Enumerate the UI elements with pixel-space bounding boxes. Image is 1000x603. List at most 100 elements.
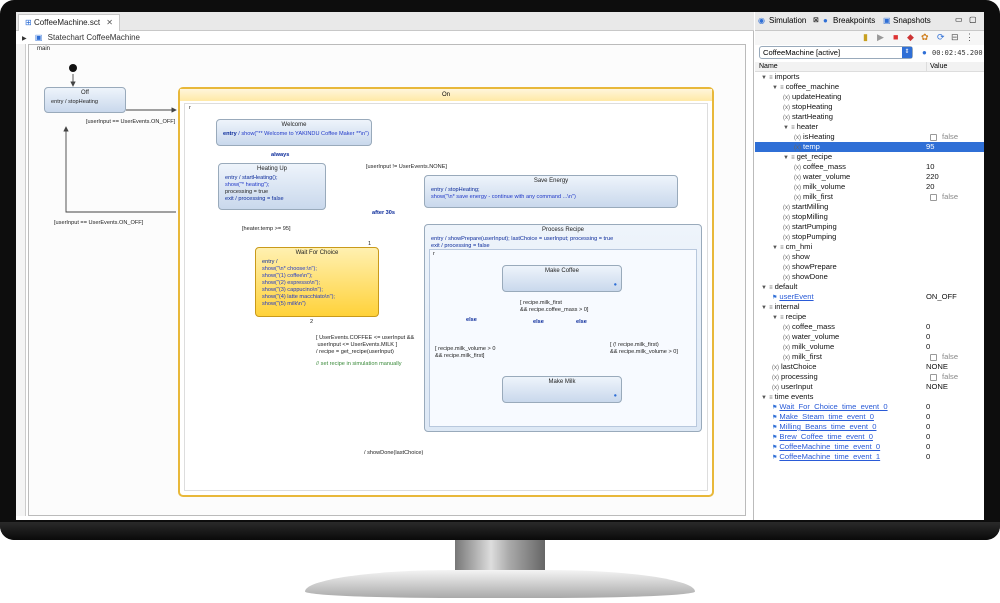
tree-row[interactable]: (x)stopMilling (755, 212, 984, 222)
expand-arrow-icon[interactable]: ▼ (761, 285, 767, 291)
tree-row-value[interactable]: false (942, 192, 959, 201)
terminate-icon[interactable]: ◆ (907, 32, 914, 42)
expand-arrow-icon[interactable]: ▼ (761, 305, 767, 311)
tree-row[interactable]: ▼ ≡coffee_machine (755, 82, 984, 92)
tree-row-value[interactable]: 0 (926, 442, 931, 451)
tree-row[interactable]: ▼ ≡time events (755, 392, 984, 402)
tree-row[interactable]: (x)show (755, 252, 984, 262)
tree-row-value[interactable]: 0 (926, 422, 931, 431)
tab-simulation[interactable]: Simulation (769, 16, 807, 25)
minimize-icon[interactable]: ▭ (955, 15, 963, 24)
expand-arrow-icon[interactable]: ▼ (761, 395, 767, 401)
tree-row[interactable]: ▼ ≡recipe (755, 312, 984, 322)
tree-row-value[interactable]: false (942, 372, 959, 381)
stop-icon[interactable]: ■ (893, 32, 899, 42)
tree-row-value[interactable]: NONE (926, 362, 948, 371)
tree-row-value[interactable]: 0 (926, 342, 931, 351)
tree-row[interactable]: ▼ ≡cm_hmi (755, 242, 984, 252)
tree-row[interactable]: ▼ ≡default (755, 282, 984, 292)
palette-strip[interactable] (16, 44, 26, 516)
value-checkbox[interactable] (930, 193, 937, 201)
tree-row-value[interactable]: 220 (926, 172, 939, 181)
expand-arrow-icon[interactable]: ▼ (783, 155, 789, 161)
tree-row-value[interactable]: 95 (926, 142, 935, 151)
refresh-icon[interactable]: ⟳ (937, 32, 945, 42)
tree-row[interactable]: ▼ ≡heater (755, 122, 984, 132)
state-wait-for-choice[interactable]: Wait For Choice entry /show("\n* choose:… (255, 247, 379, 317)
collapse-all-icon[interactable]: ⊟ (951, 32, 959, 42)
tree-row-value[interactable]: 0 (926, 432, 931, 441)
value-checkbox[interactable] (930, 353, 937, 361)
expand-arrow-icon[interactable]: ▼ (772, 245, 778, 251)
value-checkbox[interactable] (930, 373, 937, 381)
tree-row[interactable]: ▼ ≡internal (755, 302, 984, 312)
tree-row[interactable]: (x)updateHeating (755, 92, 984, 102)
tree-row[interactable]: (x)showDone (755, 272, 984, 282)
tab-snapshots[interactable]: Snapshots (893, 16, 931, 25)
step-icon[interactable]: ▶ (877, 32, 884, 42)
tree-row-value[interactable]: 0 (926, 322, 931, 331)
tab-breakpoints[interactable]: Breakpoints (833, 16, 876, 25)
expand-arrow-icon[interactable]: ▼ (783, 125, 789, 131)
state-welcome[interactable]: Welcome entry / show("** Welcome to YAKI… (216, 119, 372, 146)
tree-row[interactable]: ▼ ≡imports (755, 72, 984, 82)
tree-row-value[interactable]: 0 (926, 332, 931, 341)
close-icon[interactable]: ✕ (106, 18, 113, 27)
tree-row[interactable]: ▼ ≡get_recipe (755, 152, 984, 162)
tree-row-value[interactable]: false (942, 352, 959, 361)
state-make-milk[interactable]: Make Milk ● (502, 376, 622, 403)
editor-tab[interactable]: ⊞ CoffeeMachine.sct ✕ (18, 14, 120, 31)
tree-row-value[interactable]: 0 (926, 402, 931, 411)
state-save-energy[interactable]: Save Energy entry / stopHeating;show("\n… (424, 175, 678, 208)
state-make-coffee[interactable]: Make Coffee ● (502, 265, 622, 292)
tree-row-value[interactable]: 20 (926, 182, 935, 191)
pause-icon[interactable]: ▮ (863, 32, 868, 42)
value-checkbox[interactable] (930, 133, 937, 141)
tree-row[interactable]: (x)startMilling (755, 202, 984, 212)
expand-arrow-icon[interactable]: ▼ (772, 85, 778, 91)
state-off[interactable]: Off entry / stopHeating (44, 87, 126, 113)
tree-row-value[interactable]: ON_OFF (926, 292, 957, 301)
tree-row[interactable]: (x)showPrepare (755, 262, 984, 272)
maximize-icon[interactable]: ▢ (969, 15, 977, 24)
expand-arrow-icon[interactable]: ▼ (772, 315, 778, 321)
resume-icon[interactable]: ✿ (921, 32, 929, 42)
view-menu-icon[interactable]: ⋮ (965, 32, 974, 42)
tree-row-value[interactable]: 0 (926, 412, 931, 421)
close-icon[interactable]: ⊠ (813, 17, 819, 24)
tree-row[interactable]: (x)stopHeating (755, 102, 984, 112)
chevron-down-icon[interactable]: ⇕ (902, 47, 912, 58)
state-heating-up[interactable]: Heating Up entry / startHeating();show("… (218, 163, 326, 210)
session-select[interactable]: CoffeeMachine [active] ⇕ (759, 46, 913, 59)
tree-row[interactable]: (x)stopPumping (755, 232, 984, 242)
tree-row[interactable]: (x)startHeating (755, 112, 984, 122)
expand-arrow-icon[interactable]: ▶ (22, 36, 27, 42)
tree-row-value[interactable]: NONE (926, 382, 948, 391)
clock-icon: ● (922, 48, 927, 57)
tree-row-value[interactable]: 0 (926, 452, 931, 461)
tree-row-value[interactable]: false (942, 132, 959, 141)
tree-row[interactable]: (x)startPumping (755, 222, 984, 232)
tree-row-value[interactable]: 10 (926, 162, 935, 171)
expand-arrow-icon[interactable]: ▼ (761, 75, 767, 81)
